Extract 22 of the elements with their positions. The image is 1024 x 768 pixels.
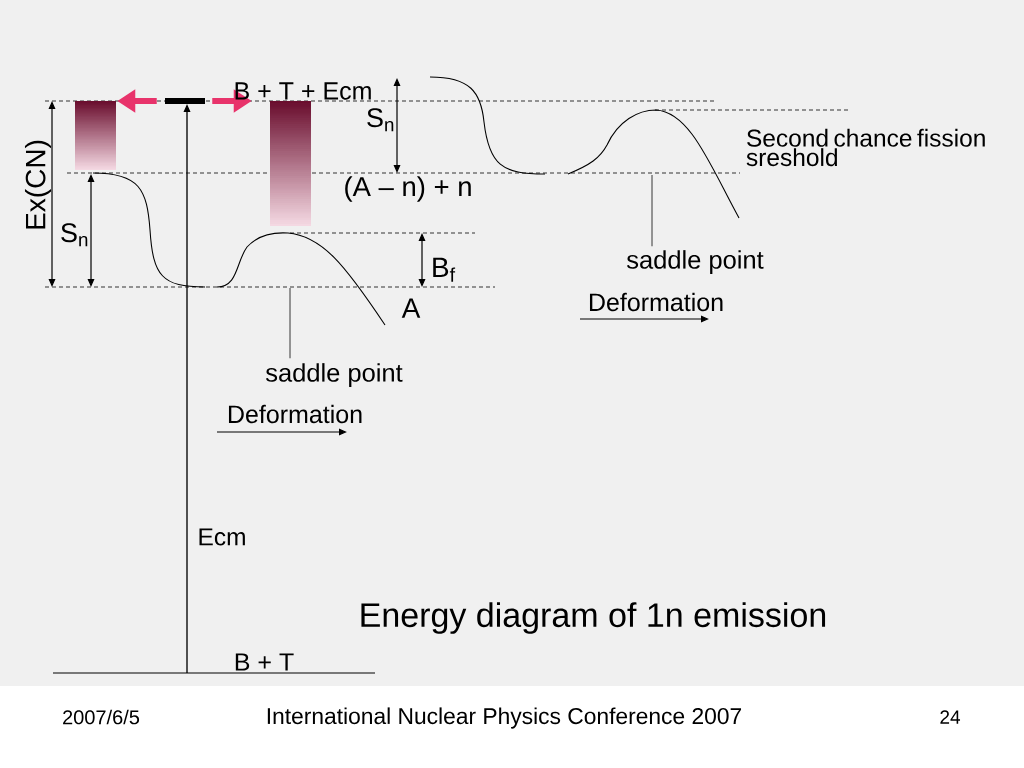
page-number: 24 <box>940 710 961 724</box>
footer-date: 2007/6/5 <box>63 709 140 725</box>
level-label: B + T + Ecm <box>235 82 371 100</box>
footer-text: International Nuclear Physics Conference 2007 <box>267 707 742 729</box>
annotation-text: Second chance fission sreshold <box>746 128 985 167</box>
leader-line <box>289 287 291 359</box>
symbol-label: B$_{f}$ <box>433 257 456 282</box>
symbol-label: S$_{n}$ <box>367 108 394 132</box>
axis-label: Ex(CN) <box>24 140 52 229</box>
axis-label: Deformation <box>589 292 723 312</box>
level-label: B + T <box>235 653 294 671</box>
level-label: (A – n) + n <box>345 176 471 202</box>
leader-line <box>651 174 653 247</box>
level-label: A <box>401 298 421 318</box>
callout-label: saddle point <box>265 363 403 387</box>
gradient-bar <box>75 101 116 170</box>
gradient-bar <box>270 101 311 226</box>
diagram-title: Energy diagram of 1n emission <box>361 602 826 634</box>
axis-label: Deformation <box>228 404 362 424</box>
callout-label: saddle point <box>627 250 764 274</box>
symbol-label: S$_{n}$ <box>61 223 88 247</box>
energy-label: Ecm <box>199 528 245 546</box>
